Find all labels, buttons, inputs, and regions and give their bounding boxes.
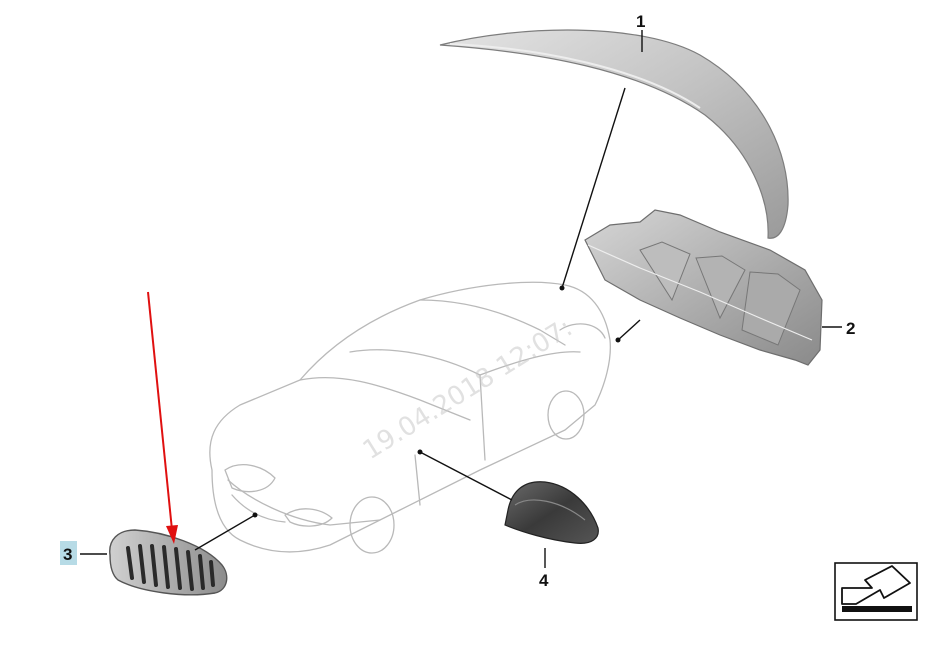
- callout-3: 3: [60, 541, 77, 565]
- rear-diffuser-part: [584, 209, 823, 366]
- svg-text:4: 4: [539, 571, 549, 590]
- svg-text:3: 3: [63, 545, 72, 564]
- mirror-cap-part: [504, 481, 599, 544]
- svg-text:1: 1: [636, 12, 645, 31]
- annotation-arrow: [147, 291, 178, 544]
- callout-4: 4: [539, 571, 549, 590]
- arrow-navigation-icon[interactable]: [834, 562, 918, 621]
- leader-lines: [80, 30, 842, 568]
- grille-slats: [126, 544, 215, 591]
- kidney-grille-part: [109, 529, 228, 596]
- callout-2: 2: [846, 319, 855, 338]
- callout-highlight: [60, 541, 77, 565]
- rear-spoiler-part: [439, 29, 789, 239]
- callout-1: 1: [636, 12, 645, 31]
- svg-text:2: 2: [846, 319, 855, 338]
- car-outline: [209, 281, 611, 554]
